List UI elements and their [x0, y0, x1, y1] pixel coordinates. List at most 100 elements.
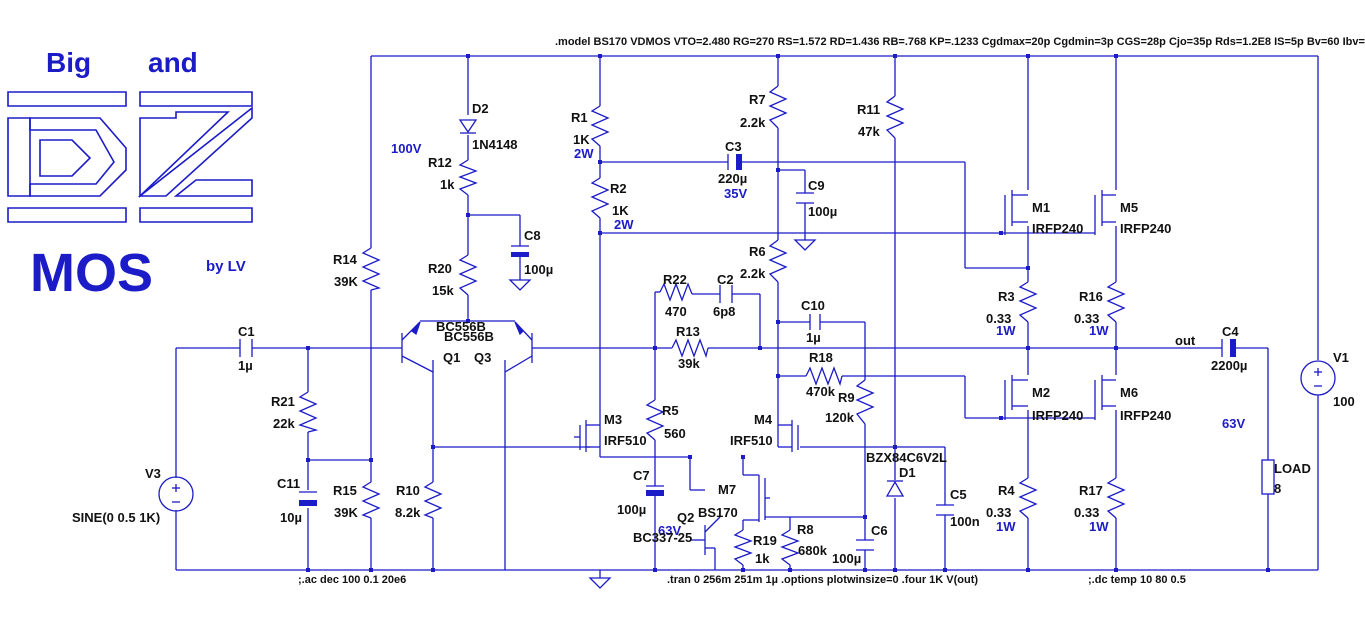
- label-c4-value: 2200µ: [1211, 358, 1247, 373]
- capacitor-icon-C3[interactable]: [727, 154, 742, 170]
- resistor-icon-R19[interactable]: [733, 529, 753, 566]
- resistor-icon-R6[interactable]: [768, 239, 788, 283]
- label-d2-name: D2: [472, 101, 489, 116]
- capacitor-icon-C10[interactable]: [809, 314, 821, 330]
- label-r19-name: R19: [753, 533, 777, 548]
- logo-graphic: [7, 91, 253, 223]
- label-q2-value: BC337-25: [633, 530, 692, 545]
- label-c11-name: C11: [277, 476, 300, 491]
- mosfet-icon-M6[interactable]: [1094, 375, 1116, 420]
- resistor-icon-R10[interactable]: [423, 481, 443, 519]
- resistor-icon-R20[interactable]: [458, 254, 478, 296]
- labels: .model BS170 VDMOS VTO=2.480 RG=270 RS=1…: [72, 36, 1365, 586]
- label-c10-name: C10: [801, 298, 825, 313]
- resistor-icon-R9[interactable]: [855, 379, 875, 425]
- spice-ac-directive[interactable]: ;.ac dec 100 0.1 20e6: [298, 574, 406, 586]
- label-r18-value: 470k: [806, 384, 836, 399]
- label-r2-value: 1K: [612, 203, 629, 218]
- label-load-value: 8: [1274, 481, 1281, 496]
- label-c3-name: C3: [725, 139, 742, 154]
- label-r9-value: 120k: [825, 410, 855, 425]
- mosfet-icon-M3[interactable]: [574, 420, 600, 452]
- mosfet-icon-M5[interactable]: [1094, 190, 1116, 235]
- label-d2-value: 1N4148: [472, 137, 518, 152]
- label-r3-name: R3: [998, 289, 1015, 304]
- mosfet-icon-M2[interactable]: [1004, 375, 1028, 420]
- label-r4-name: R4: [998, 483, 1015, 498]
- voltage-source-icon-V3[interactable]: [158, 476, 194, 512]
- ground-icon-c8: [508, 279, 532, 291]
- resistor-icon-R7[interactable]: [768, 85, 788, 129]
- label-r6-name: R6: [749, 244, 766, 259]
- note-35v: 35V: [724, 186, 747, 201]
- label-c4-name: C4: [1222, 324, 1239, 339]
- label-r16-power: 1W: [1089, 323, 1109, 338]
- capacitor-icon-C5[interactable]: [936, 504, 954, 516]
- transistor-icon-Q2[interactable]: [690, 516, 721, 555]
- resistor-icon-R5[interactable]: [645, 399, 665, 441]
- capacitor-icon-C7[interactable]: [646, 485, 664, 496]
- label-r4-power: 1W: [996, 519, 1016, 534]
- resistor-icon-R4[interactable]: [1018, 477, 1038, 519]
- note-63v-c4: 63V: [1222, 416, 1245, 431]
- label-net-out: out: [1175, 333, 1196, 348]
- resistor-icon-R2[interactable]: [590, 177, 610, 219]
- label-r12-name: R12: [428, 155, 452, 170]
- label-r5-value: 560: [664, 426, 686, 441]
- resistor-icon-R17[interactable]: [1106, 477, 1126, 519]
- label-d1-value: BZX84C6V2L: [866, 450, 947, 465]
- resistor-icon-R15[interactable]: [361, 481, 381, 519]
- diode-icon-D1[interactable]: [885, 480, 905, 497]
- label-r6-value: 2.2k: [740, 266, 766, 281]
- capacitor-icon-C9[interactable]: [796, 192, 814, 204]
- label-r3-value: 0.33: [986, 311, 1011, 326]
- capacitor-icon-C8[interactable]: [511, 245, 529, 257]
- transistor-icon-Q1[interactable]: [401, 321, 434, 373]
- spice-model-directive[interactable]: .model BS170 VDMOS VTO=2.480 RG=270 RS=1…: [555, 36, 1365, 48]
- label-r20-value: 15k: [432, 283, 454, 298]
- spice-dc-directive[interactable]: ;.dc temp 10 80 0.5: [1088, 574, 1186, 586]
- label-r2-name: R2: [610, 181, 627, 196]
- capacitor-icon-C4[interactable]: [1221, 339, 1236, 357]
- resistor-icon-R1[interactable]: [590, 105, 610, 147]
- label-r14-name: R14: [333, 252, 358, 267]
- resistor-icon-R13[interactable]: [671, 338, 709, 359]
- label-v3-value: SINE(0 0.5 1K): [72, 510, 160, 525]
- resistor-icon-R8[interactable]: [780, 529, 800, 566]
- label-c5-value: 100n: [950, 514, 980, 529]
- resistor-icon-R18[interactable]: [805, 366, 843, 387]
- note-63v-c7: 63V: [658, 523, 681, 538]
- capacitor-icon-C1[interactable]: [239, 339, 253, 357]
- label-m7-value: BS170: [698, 505, 738, 520]
- label-load-name: LOAD: [1274, 461, 1311, 476]
- capacitor-icon-C6[interactable]: [856, 539, 874, 551]
- resistor-icon-R22[interactable]: [659, 282, 693, 302]
- label-m4-value: IRF510: [730, 433, 773, 448]
- load-resistor-icon[interactable]: [1261, 459, 1275, 495]
- resistor-icon-R12[interactable]: [458, 159, 478, 196]
- capacitor-icon-C11[interactable]: [299, 491, 317, 506]
- label-r13-value: 39k: [678, 356, 700, 371]
- capacitor-icon-C2[interactable]: [719, 285, 733, 303]
- resistor-icon-R11[interactable]: [885, 95, 905, 139]
- logo-word-big: Big: [46, 47, 91, 78]
- label-m2-name: M2: [1032, 385, 1050, 400]
- spice-tran-directive[interactable]: .tran 0 256m 251m 1µ .options plotwinsiz…: [667, 574, 978, 586]
- label-d1-name: D1: [899, 465, 916, 480]
- mosfet-icon-M4[interactable]: [778, 420, 799, 452]
- label-r15-value: 39K: [334, 505, 358, 520]
- diode-icon-D2[interactable]: [458, 119, 478, 134]
- resistor-icon-R14[interactable]: [361, 247, 382, 291]
- resistor-icon-R21[interactable]: [298, 391, 319, 433]
- resistor-icon-R3[interactable]: [1018, 281, 1038, 323]
- resistor-icon-R16[interactable]: [1106, 281, 1126, 323]
- mosfet-icon-M1[interactable]: [1004, 190, 1028, 235]
- mosfet-icon-M7[interactable]: [743, 474, 770, 522]
- transistor-icon-Q3[interactable]: [504, 321, 533, 373]
- label-q1-type: BC556B: [436, 319, 486, 334]
- label-r3-power: 1W: [996, 323, 1016, 338]
- voltage-source-icon-V1[interactable]: [1300, 360, 1336, 396]
- label-r14-value: 39K: [334, 274, 358, 289]
- label-r16-name: R16: [1079, 289, 1103, 304]
- label-m5-value: IRFP240: [1120, 221, 1171, 236]
